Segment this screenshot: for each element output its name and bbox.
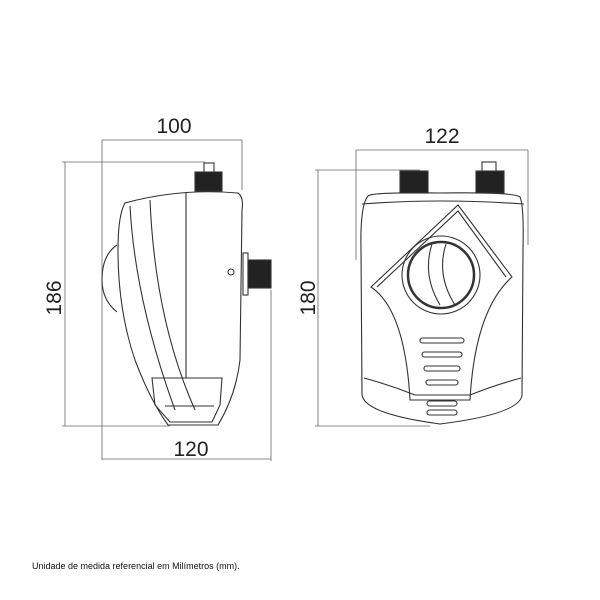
units-footnote: Unidade de medida referencial em Milímet… [32,561,240,571]
front-view-heater [360,161,525,425]
side-width-top-label: 100 [156,115,191,138]
side-view-heater [101,162,272,426]
side-height-label: 186 [43,280,66,315]
side-width-bottom-label: 120 [173,438,208,461]
side-view-dimension-lines [62,139,272,461]
front-height-label: 180 [297,280,320,315]
front-width-label: 122 [424,125,459,148]
front-view-dimension-lines [315,149,529,427]
